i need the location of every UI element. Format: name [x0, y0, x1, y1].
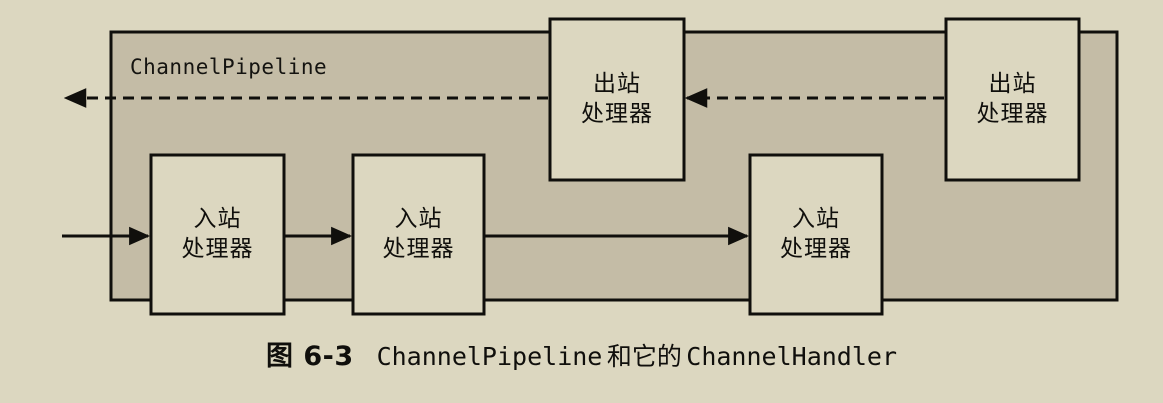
- pipeline-title: ChannelPipeline: [130, 55, 328, 79]
- figure-caption-part1: ChannelPipeline: [376, 342, 603, 371]
- figure-caption: 图 6-3 ChannelPipeline 和它的 ChannelHandler: [0, 334, 1163, 373]
- figure-caption-part2: 和它的: [606, 342, 682, 371]
- inbound-handler-box-2: [351, 153, 486, 316]
- outbound-handler-box-1: [548, 17, 686, 182]
- inbound-handler-box-3: [748, 153, 884, 316]
- figure-caption-number: 图 6-3: [265, 341, 354, 372]
- inbound-handler-box-1: [149, 153, 286, 316]
- figure-caption-part3: ChannelHandler: [686, 342, 897, 371]
- outbound-handler-box-2: [944, 17, 1081, 182]
